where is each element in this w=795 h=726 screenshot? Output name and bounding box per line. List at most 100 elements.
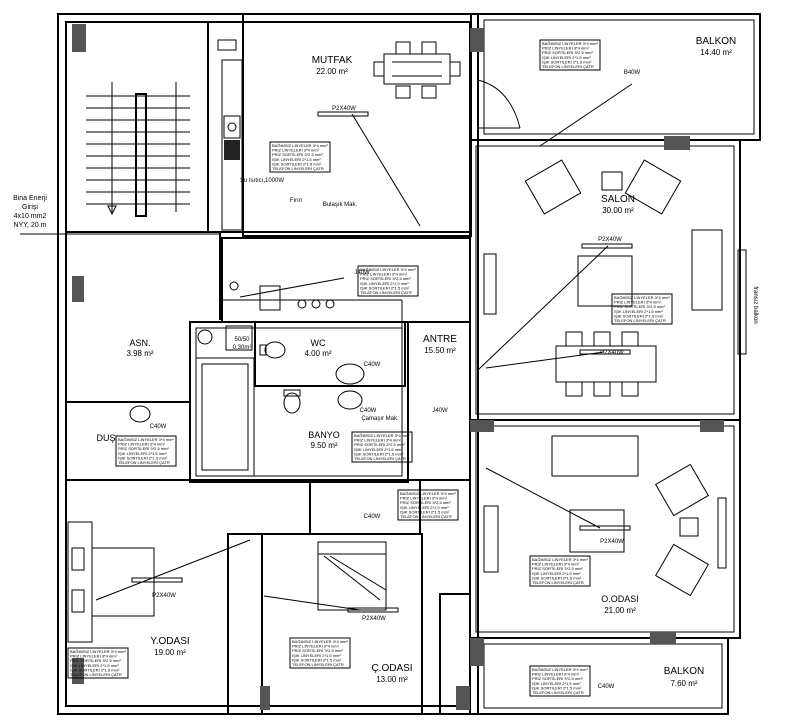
- label-j40w-hall: J40W: [354, 270, 370, 276]
- note-line: PRİZ LİNYELERİ 3*4 mm²: [292, 644, 340, 649]
- note-line: BAĞIMSIZ LİNYELER 3*4 mm²: [272, 143, 328, 148]
- label-j40w-antre: J40W: [432, 408, 448, 414]
- energy-entry-label: Bina Enerji Girişi 4x10 mm2 NYY, 20 m: [13, 195, 47, 229]
- energy-line-3: 4x10 mm2: [14, 213, 47, 220]
- staircase: [86, 82, 190, 217]
- note-line: IŞIK LİNYELERİ 2*1.5 mm²: [400, 505, 449, 510]
- note-line: IŞIK SORTİLERİ 2*1.5 mm²: [272, 161, 322, 166]
- room-name-balkon-bottom: BALKON: [664, 666, 705, 677]
- note-line: IŞIK SORTİLERİ 2*1.5 mm²: [400, 509, 450, 514]
- note-line: BAĞIMSIZ LİNYELER 3*4 mm²: [292, 639, 348, 644]
- note-line: IŞIK LİNYELERİ 2*1.5 mm²: [532, 681, 581, 686]
- note-boxes: [67, 39, 673, 697]
- note-line: TELEFON LİNYELERİ ÇATR: [532, 580, 584, 585]
- note-line: BAĞIMSIZ LİNYELER 3*4 mm²: [400, 491, 456, 496]
- room-name-dus: DUŞ: [96, 433, 115, 443]
- note-line: PRİZ LİNYELERİ 3*4 mm²: [272, 148, 320, 153]
- note-line: BAĞIMSIZ LİNYELER 3*4 mm²: [614, 295, 670, 300]
- label-p2x40w-yodasi: P2X40W: [152, 593, 176, 599]
- note-line: TELEFON LİNYELERİ ÇATR: [360, 290, 412, 295]
- note-line: TELEFON LİNYELERİ ÇATR: [400, 514, 452, 519]
- note-line: TELEFON LİNYELERİ ÇATR: [70, 672, 122, 677]
- label-b40w: B40W: [624, 70, 641, 76]
- label-c40w-wc: C40W: [364, 362, 381, 368]
- note-line: TELEFON LİNYELERİ ÇATR: [542, 64, 594, 69]
- note-line: IŞIK LİNYELERİ 2*1.5 mm²: [614, 309, 663, 314]
- note-line: IŞIK LİNYELERİ 2*1.5 mm²: [70, 663, 119, 668]
- room-area-asn: 3.98 m²: [126, 349, 153, 358]
- label-c40w-dus: C40W: [150, 424, 167, 430]
- note-line: IŞIK SORTİLERİ 2*1.5 mm²: [354, 451, 404, 456]
- room-name-antre: ANTRE: [423, 334, 457, 345]
- label-c40w-corridor: C40W: [364, 514, 381, 520]
- room-name-mutfak: MUTFAK: [312, 55, 353, 66]
- label-dim-1: 50/50: [234, 337, 250, 343]
- note-line: IŞIK LİNYELERİ 2*1.5 mm²: [272, 157, 321, 162]
- note-line: PRİZ SORTİLERİ 3*2.5 mm²: [360, 276, 411, 281]
- walls: [57, 13, 761, 715]
- label-camasir: Çamaşır Mak.: [361, 416, 399, 422]
- label-fransiz-balkon: fransız balkon: [752, 286, 758, 323]
- note-line: IŞIK SORTİLERİ 2*1.5 mm²: [70, 667, 120, 672]
- note-line: PRİZ LİNYELERİ 3*4 mm²: [542, 46, 590, 51]
- note-line: TELEFON LİNYELERİ ÇATR: [532, 690, 584, 695]
- note-line: PRİZ SORTİLERİ 3*2.5 mm²: [70, 658, 121, 663]
- note-line: IŞIK LİNYELERİ 2*1.5 mm²: [354, 447, 403, 452]
- note-line: IŞIK LİNYELERİ 2*1.5 mm²: [292, 653, 341, 658]
- salon-furniture: [483, 159, 747, 397]
- note-line: PRİZ LİNYELERİ 3*4 mm²: [400, 496, 448, 501]
- note-line: PRİZ LİNYELERİ 3*4 mm²: [360, 272, 408, 277]
- note-line: BAĞIMSIZ LİNYELER 3*4 mm²: [542, 41, 598, 46]
- note-line: TELEFON LİNYELERİ ÇATR: [272, 166, 324, 171]
- note-line: TELEFON LİNYELERİ ÇATR: [118, 460, 170, 465]
- note-line: IŞIK SORTİLERİ 2*1.5 mm²: [532, 575, 582, 580]
- room-area-antre: 15.50 m²: [424, 346, 456, 355]
- note-line: PRİZ LİNYELERİ 3*4 mm²: [532, 672, 580, 677]
- note-line: PRİZ LİNYELERİ 3*4 mm²: [70, 654, 118, 659]
- room-area-oodasi: 21.00 m²: [604, 606, 636, 615]
- note-line: PRİZ LİNYELERİ 3*4 mm²: [118, 442, 166, 447]
- room-name-codasi: Ç.ODASI: [371, 663, 412, 674]
- note-line: PRİZ LİNYELERİ 3*4 mm²: [614, 300, 662, 305]
- note-line: BAĞIMSIZ LİNYELER 3*4 mm²: [70, 649, 126, 654]
- note-line: IŞIK LİNYELERİ 2*1.5 mm²: [542, 55, 591, 60]
- label-c40w-balkon: C40W: [598, 684, 615, 690]
- light-fixtures: [131, 111, 633, 613]
- note-line: IŞIK SORTİLERİ 2*1.5 mm²: [532, 685, 582, 690]
- oturma-odasi-furniture: [483, 435, 727, 597]
- room-name-balkon-top: BALKON: [696, 36, 737, 47]
- label-su-isitici: Su Isıtıcı,1000W: [240, 178, 284, 184]
- room-area-wc: 4.00 m²: [304, 349, 331, 358]
- note-line: BAĞIMSIZ LİNYELER 3*4 mm²: [118, 437, 174, 442]
- note-line: TELEFON LİNYELERİ ÇATR: [292, 662, 344, 667]
- label-p2x40w-codasi: P2X40W: [362, 616, 386, 622]
- room-labels: MUTFAK 22.00 m² BALKON 14.40 m² SALON 30…: [96, 36, 736, 688]
- room-name-yodasi: Y.ODASI: [150, 636, 189, 647]
- room-area-balkon-top: 14.40 m²: [700, 48, 732, 57]
- note-line: PRİZ SORTİLERİ 3*2.5 mm²: [614, 304, 665, 309]
- label-p2x40w-dining: P2X40W: [600, 350, 624, 356]
- room-area-balkon-bottom: 7.60 m²: [670, 679, 697, 688]
- note-line: IŞIK LİNYELERİ 2*1.5 mm²: [532, 571, 581, 576]
- note-line: BAĞIMSIZ LİNYELER 3*4 mm²: [532, 557, 588, 562]
- note-line: PRİZ SORTİLERİ 3*2.5 mm²: [354, 442, 405, 447]
- energy-line-1: Bina Enerji: [13, 195, 47, 202]
- label-dim-2: 0.30m²: [233, 345, 252, 351]
- note-line: IŞIK LİNYELERİ 2*1.5 mm²: [118, 451, 167, 456]
- note-line: TELEFON LİNYELERİ ÇATR: [614, 318, 666, 323]
- label-bulasik: Bulaşık Mak.: [323, 202, 358, 208]
- note-line: BAĞIMSIZ LİNYELER 3*4 mm²: [360, 267, 416, 272]
- note-line: IŞIK SORTİLERİ 2*1.5 mm²: [292, 657, 342, 662]
- note-line: IŞIK SORTİLERİ 2*1.5 mm²: [542, 59, 592, 64]
- note-line: IŞIK SORTİLERİ 2*1.5 mm²: [614, 313, 664, 318]
- note-line: PRİZ SORTİLERİ 3*2.5 mm²: [292, 648, 343, 653]
- wiring: [20, 83, 633, 611]
- note-line: PRİZ SORTİLERİ 3*2.5 mm²: [532, 676, 583, 681]
- note-line: BAĞIMSIZ LİNYELER 3*4 mm²: [532, 667, 588, 672]
- note-line: PRİZ SORTİLERİ 3*2.5 mm²: [272, 152, 323, 157]
- room-area-codasi: 13.00 m²: [376, 675, 408, 684]
- note-line: PRİZ SORTİLERİ 3*2.5 mm²: [532, 566, 583, 571]
